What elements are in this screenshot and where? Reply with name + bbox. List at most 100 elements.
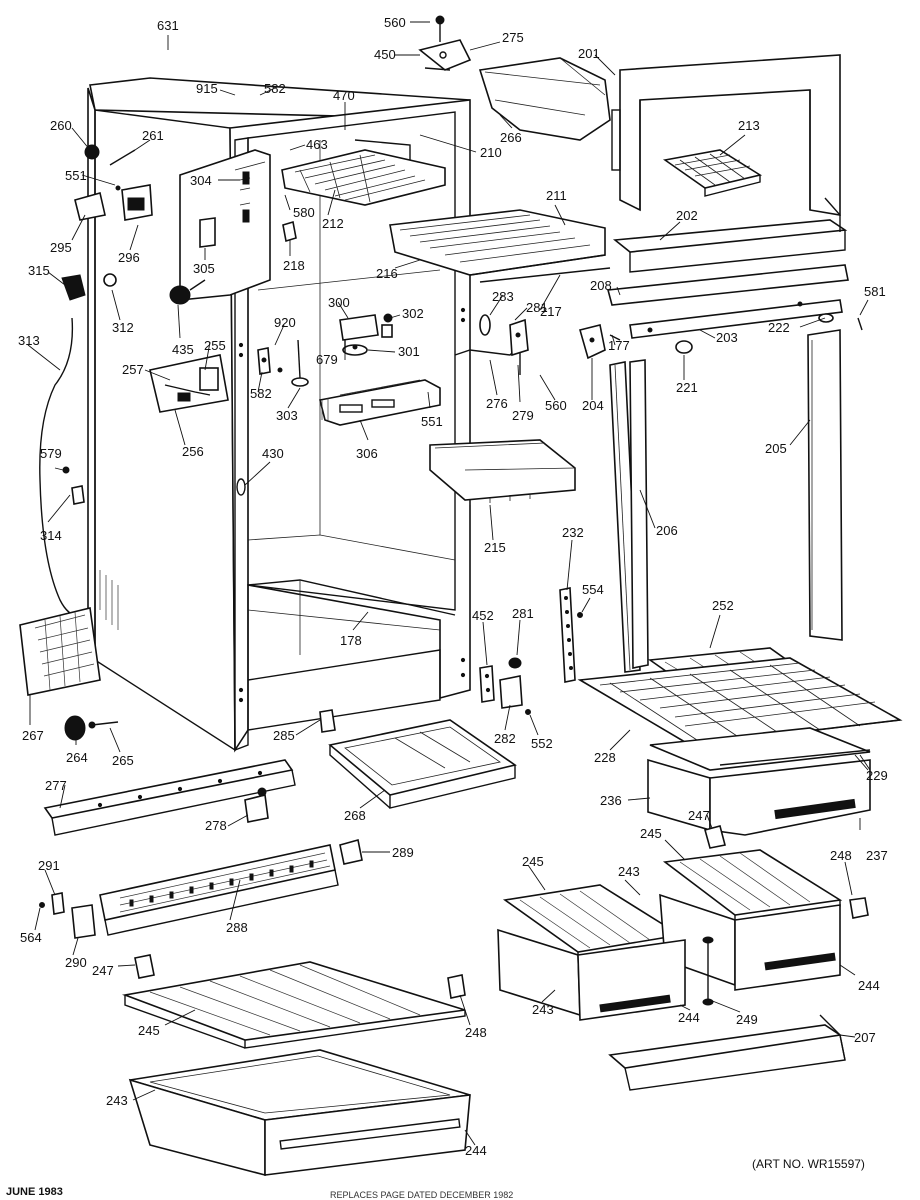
meat-pan-236 bbox=[647, 727, 871, 836]
callout-285: 285 bbox=[273, 728, 295, 743]
clip-247 bbox=[704, 825, 726, 849]
callout-278: 278 bbox=[205, 818, 227, 833]
callout-245: 245 bbox=[138, 1023, 160, 1038]
callout-275: 275 bbox=[502, 30, 524, 45]
callout-247: 247 bbox=[688, 808, 710, 823]
panel-267 bbox=[19, 607, 101, 696]
parts-315-312 bbox=[61, 273, 117, 301]
callout-229: 229 bbox=[866, 768, 888, 783]
callout-430: 430 bbox=[262, 446, 284, 461]
callout-208: 208 bbox=[590, 278, 612, 293]
parts-290-291 bbox=[39, 892, 96, 939]
callout-265: 265 bbox=[112, 753, 134, 768]
art-number: (ART NO. WR15597) bbox=[752, 1157, 865, 1171]
callout-283: 283 bbox=[492, 289, 514, 304]
dairy-bin-215 bbox=[429, 439, 576, 505]
callout-315: 315 bbox=[28, 263, 50, 278]
hinge-bracket-275 bbox=[418, 15, 472, 71]
callout-281: 281 bbox=[526, 300, 548, 315]
callout-249: 249 bbox=[736, 1012, 758, 1027]
callout-266: 266 bbox=[500, 130, 522, 145]
callout-470: 470 bbox=[333, 88, 355, 103]
callout-203: 203 bbox=[716, 330, 738, 345]
callout-302: 302 bbox=[402, 306, 424, 321]
callout-554: 554 bbox=[582, 582, 604, 597]
part-278 bbox=[244, 787, 269, 823]
callout-435: 435 bbox=[172, 342, 194, 357]
leader-lines bbox=[27, 21, 871, 1146]
freezer-door-liner-201 bbox=[611, 54, 841, 216]
callout-245: 245 bbox=[640, 826, 662, 841]
callout-288: 288 bbox=[226, 920, 248, 935]
callout-279: 279 bbox=[512, 408, 534, 423]
callout-212: 212 bbox=[322, 216, 344, 231]
callout-217: 217 bbox=[540, 304, 562, 319]
callout-452: 452 bbox=[472, 608, 494, 623]
mullion-203 bbox=[629, 299, 843, 339]
drain-tube-313 bbox=[39, 317, 86, 617]
callout-260: 260 bbox=[50, 118, 72, 133]
callout-552: 552 bbox=[531, 736, 553, 751]
ice-bucket-266 bbox=[478, 57, 611, 141]
callout-312: 312 bbox=[112, 320, 134, 335]
crisper-cover-245-large bbox=[121, 961, 466, 1049]
callout-305: 305 bbox=[193, 261, 215, 276]
callout-213: 213 bbox=[738, 118, 760, 133]
light-switch-parts bbox=[257, 339, 309, 387]
parts-264-265 bbox=[64, 715, 119, 741]
callout-243: 243 bbox=[532, 1002, 554, 1017]
grille-288 bbox=[99, 844, 339, 936]
callout-255: 255 bbox=[204, 338, 226, 353]
callout-450: 450 bbox=[374, 47, 396, 62]
crisper-243-large bbox=[128, 1049, 471, 1177]
callout-232: 232 bbox=[562, 525, 584, 540]
crisper-cover-245-right bbox=[662, 849, 843, 923]
freezer-shelf-212 bbox=[281, 139, 446, 206]
callout-257: 257 bbox=[122, 362, 144, 377]
callout-236: 236 bbox=[600, 793, 622, 808]
callout-207: 207 bbox=[854, 1030, 876, 1045]
callout-211: 211 bbox=[546, 188, 567, 203]
controls-295-296 bbox=[74, 184, 153, 221]
callout-252: 252 bbox=[712, 598, 734, 613]
callout-304: 304 bbox=[190, 173, 212, 188]
callout-564: 564 bbox=[20, 930, 42, 945]
callout-291: 291 bbox=[38, 858, 60, 873]
refrigerator-cabinet bbox=[87, 77, 471, 753]
callout-206: 206 bbox=[656, 523, 678, 538]
callout-205: 205 bbox=[765, 441, 787, 456]
callout-237: 237 bbox=[866, 848, 888, 863]
callout-247: 247 bbox=[92, 963, 114, 978]
callout-582: 582 bbox=[264, 81, 286, 96]
callout-201: 201 bbox=[578, 46, 600, 61]
callout-177: 177 bbox=[608, 338, 630, 353]
callout-277: 277 bbox=[45, 778, 67, 793]
callout-295: 295 bbox=[50, 240, 72, 255]
part-305 bbox=[199, 217, 216, 248]
wire-shelf-216 bbox=[389, 209, 611, 283]
gasket-206 bbox=[609, 359, 649, 673]
part-222 bbox=[818, 313, 834, 323]
callout-463: 463 bbox=[306, 137, 328, 152]
callout-560: 560 bbox=[545, 398, 567, 413]
callout-215: 215 bbox=[484, 540, 506, 555]
callout-244: 244 bbox=[678, 1010, 700, 1025]
part-283 bbox=[479, 314, 491, 336]
lamp-435 bbox=[169, 279, 206, 305]
callout-296: 296 bbox=[118, 250, 140, 265]
part-314 bbox=[71, 485, 85, 505]
tray-268 bbox=[328, 719, 517, 809]
callout-551: 551 bbox=[65, 168, 87, 183]
callout-labels: 631 560 275 450 201 915 582 470 266 213 … bbox=[18, 15, 888, 1158]
callout-221: 221 bbox=[676, 380, 698, 395]
callout-248: 248 bbox=[830, 848, 852, 863]
callout-306: 306 bbox=[356, 446, 378, 461]
callout-314: 314 bbox=[40, 528, 62, 543]
clip-248-left bbox=[447, 974, 466, 999]
callout-289: 289 bbox=[392, 845, 414, 860]
callout-290: 290 bbox=[65, 955, 87, 970]
callout-210: 210 bbox=[480, 145, 502, 160]
part-221 bbox=[675, 340, 693, 354]
callout-228: 228 bbox=[594, 750, 616, 765]
